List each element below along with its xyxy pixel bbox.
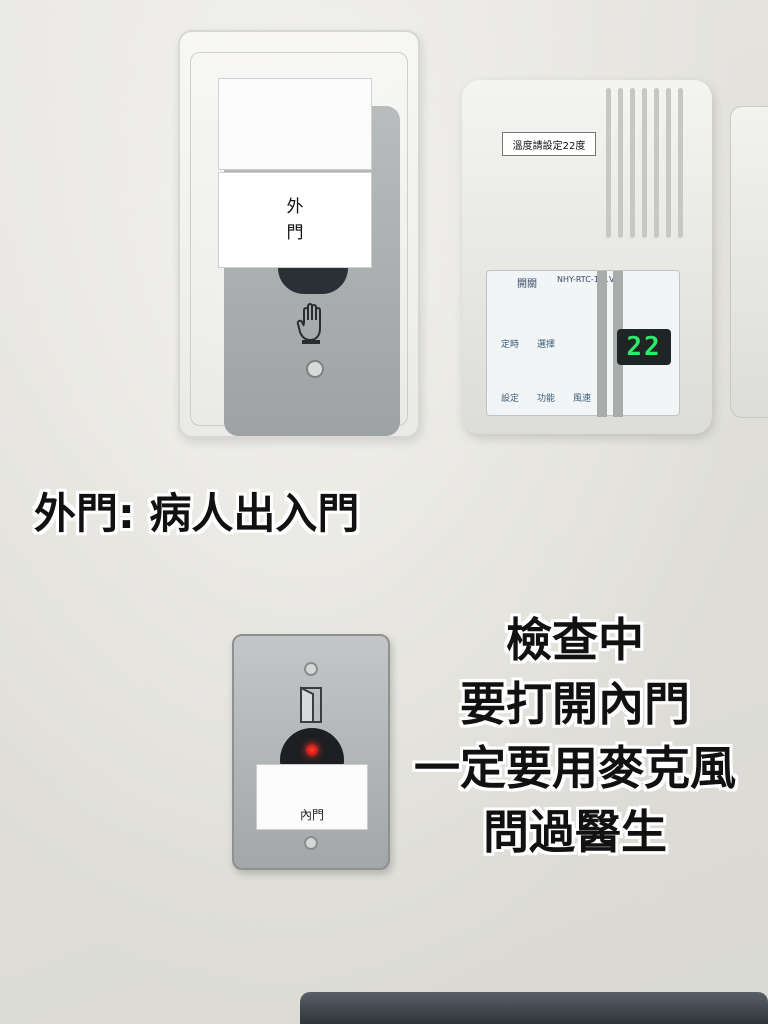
inner-door-button-plate[interactable]: 內門 <box>232 634 390 870</box>
function-button[interactable]: 功能 <box>537 394 556 404</box>
inner-door-sticker: 內門 <box>256 764 368 830</box>
outer-door-sticker: 外 門 <box>218 172 372 268</box>
status-led <box>306 744 318 756</box>
panel-model-label: NHY-RTC-131V <box>557 275 615 284</box>
hand-icon <box>296 303 321 344</box>
screw-icon <box>304 836 318 850</box>
panel-strip <box>597 271 607 417</box>
foreground-object <box>300 992 768 1024</box>
door-icon <box>300 686 322 723</box>
temperature-setting-label: 溫度請設定22度 <box>502 132 596 156</box>
warning-line-1: 檢查中 <box>506 613 644 667</box>
thermostat-controller: 溫度請設定22度 開關 NHY-RTC-131V 定時 選擇 設定 功能 風速 … <box>462 80 712 434</box>
blank-sticker <box>218 78 372 170</box>
warning-line-2: 要打開內門 <box>460 677 690 731</box>
adjacent-wall-device <box>730 106 768 418</box>
screw-icon <box>306 360 324 378</box>
warning-line-4: 問過醫生 <box>483 805 667 859</box>
warning-line-3: 一定要用麥克風 <box>414 741 736 795</box>
touchless-sensor[interactable] <box>278 268 348 294</box>
control-panel: 開關 NHY-RTC-131V 定時 選擇 設定 功能 風速 22 <box>486 270 680 417</box>
temperature-display: 22 <box>617 329 671 365</box>
panel-power-label: 開關 <box>517 279 537 290</box>
select-button[interactable]: 選擇 <box>537 340 556 350</box>
timer-button[interactable]: 定時 <box>501 340 520 350</box>
sticker-char-2: 門 <box>286 223 304 243</box>
fan-speed-button[interactable]: 風速 <box>573 394 592 404</box>
outer-door-button-enclosure: 外 門 <box>178 30 420 438</box>
sticker-char-1: 外 <box>286 197 304 217</box>
set-button[interactable]: 設定 <box>501 394 520 404</box>
outer-door-caption: 外門: 病人出入門 <box>34 489 360 538</box>
vent-grille <box>602 88 692 238</box>
warning-caption: 檢查中 要打開內門 一定要用麥克風 問過醫生 <box>410 608 740 864</box>
screw-icon <box>304 662 318 676</box>
